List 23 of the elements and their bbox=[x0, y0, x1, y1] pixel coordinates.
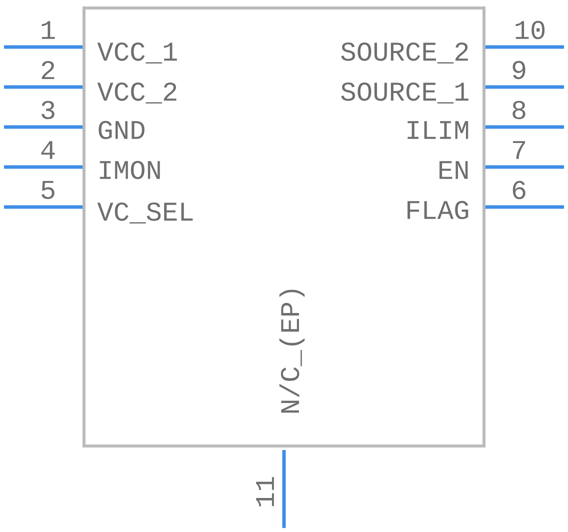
pin-name: N/C_(EP) bbox=[279, 290, 305, 413]
pin-number: 5 bbox=[42, 180, 54, 200]
pin-name: VCC_1 bbox=[97, 42, 177, 64]
pin-name: SOURCE_2 bbox=[341, 42, 468, 64]
pin-number: 6 bbox=[512, 180, 526, 200]
pin-number: 2 bbox=[42, 60, 54, 80]
pin-number: 3 bbox=[42, 100, 54, 120]
pin-number: 4 bbox=[41, 141, 55, 159]
pin-name: GND bbox=[98, 120, 144, 140]
pin-name: ILIM bbox=[408, 121, 468, 139]
pin-number: 9 bbox=[512, 60, 526, 80]
pin-name: IMON bbox=[100, 160, 160, 180]
pin-number: 11 bbox=[256, 477, 274, 506]
pin-number: 8 bbox=[512, 100, 526, 120]
pin-number: 7 bbox=[512, 141, 525, 159]
pin-name: VCC_2 bbox=[97, 82, 176, 104]
pin-name: EN bbox=[440, 161, 468, 179]
pin-number: 1 bbox=[42, 21, 55, 39]
pin-name: VC_SEL bbox=[97, 202, 193, 224]
pin-name: SOURCE_1 bbox=[341, 82, 468, 104]
pin-number: 10 bbox=[516, 20, 545, 40]
ic-body bbox=[82, 6, 486, 448]
pin-name: FLAG bbox=[408, 200, 468, 220]
